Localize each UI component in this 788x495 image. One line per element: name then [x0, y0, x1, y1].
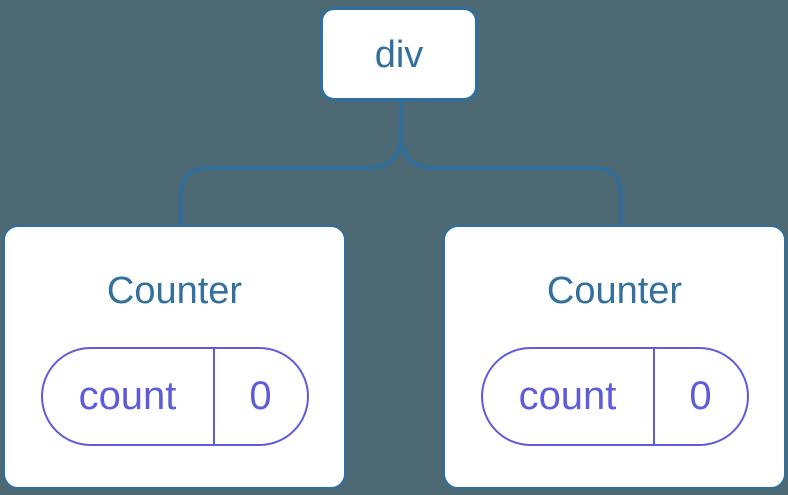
state-value: 0: [249, 373, 272, 418]
counter-node-left: Counter count 0: [3, 225, 346, 489]
root-node-div: div: [320, 7, 478, 101]
component-title: Counter: [546, 270, 683, 312]
state-value: 0: [689, 373, 712, 418]
state-key: count: [78, 373, 177, 418]
pill-divider: [212, 348, 215, 444]
state-pill: count 0: [40, 346, 309, 446]
state-pill: count 0: [480, 346, 749, 446]
component-title: Counter: [106, 270, 243, 312]
root-node-label: div: [374, 34, 424, 76]
connector-right-branch: [399, 101, 623, 227]
state-key: count: [518, 373, 617, 418]
counter-node-right: Counter count 0: [443, 225, 786, 489]
pill-divider: [652, 348, 655, 444]
connector-left-branch: [179, 101, 403, 227]
